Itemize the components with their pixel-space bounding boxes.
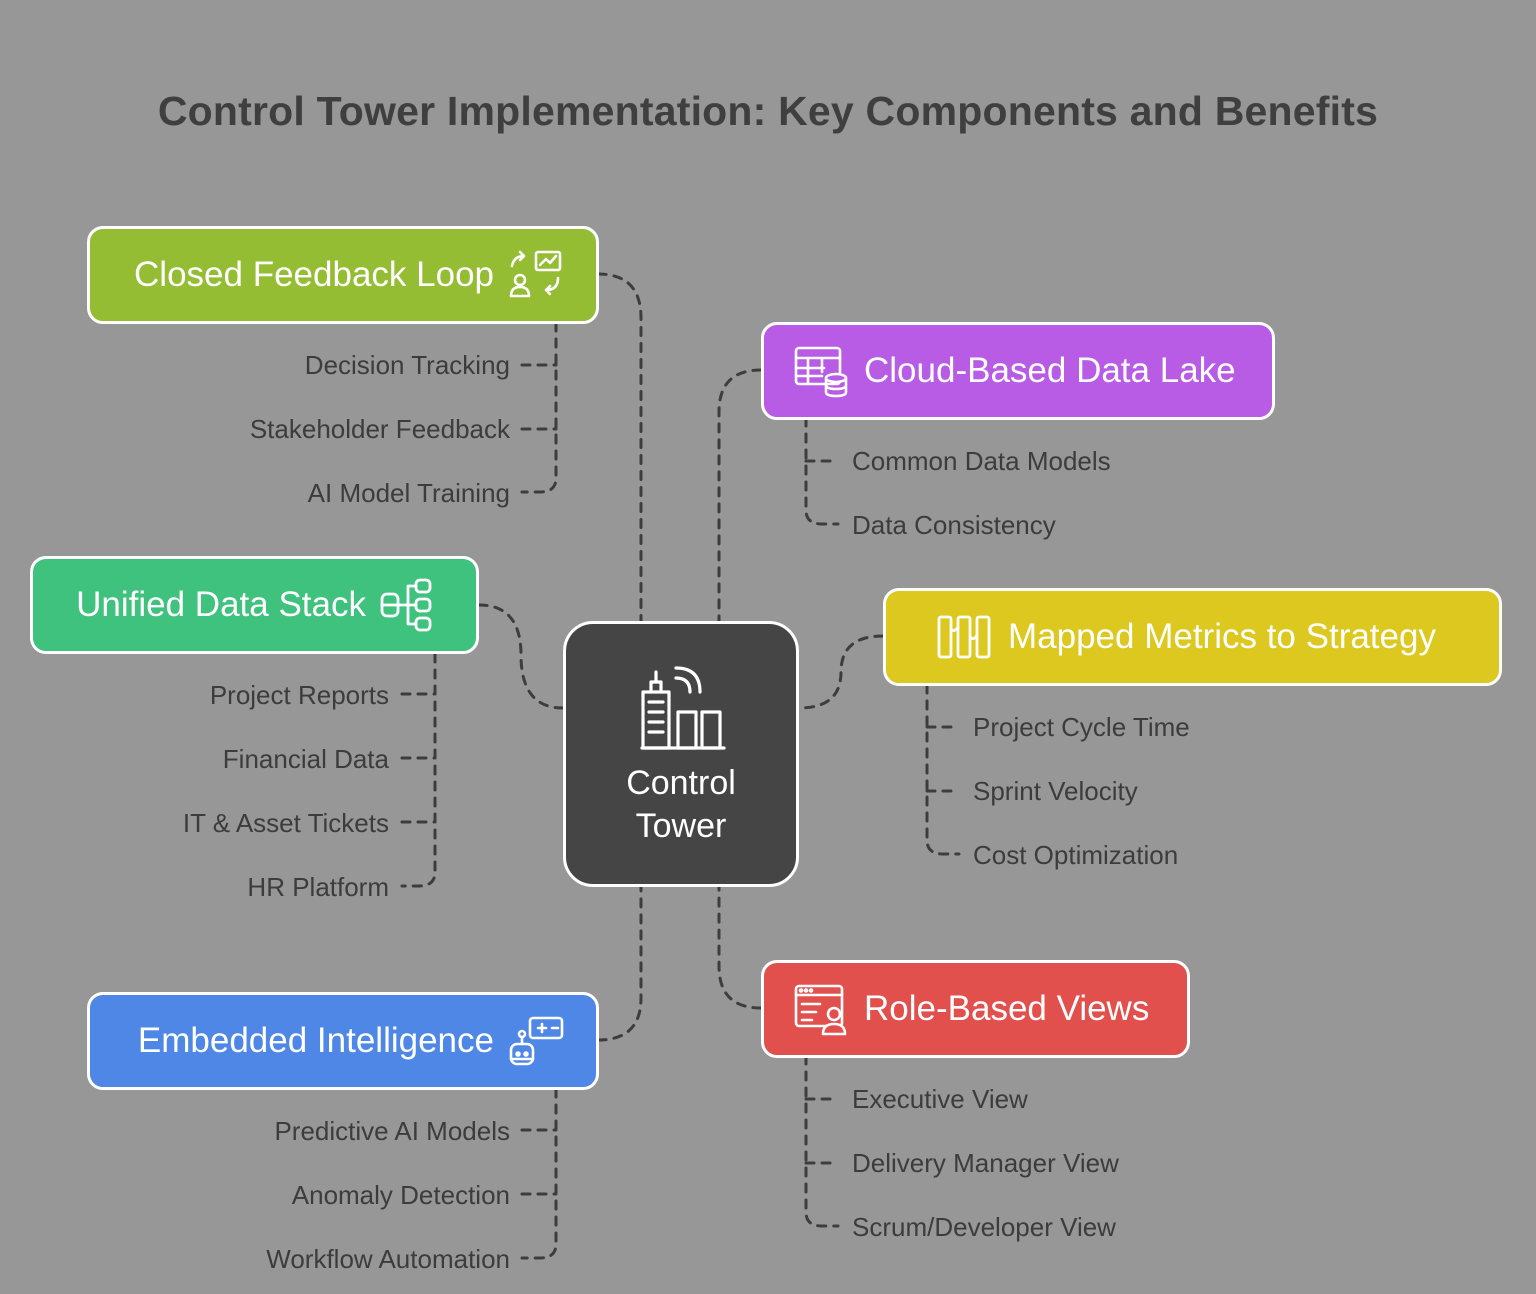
branch-role-based-views xyxy=(804,1054,840,1228)
ai-robot-icon xyxy=(508,1014,566,1068)
leaf-it-asset-tickets: IT & Asset Tickets xyxy=(182,808,389,838)
branch-cloud-data-lake xyxy=(804,416,840,526)
branch-closed-feedback-loop xyxy=(520,321,558,494)
node-unified-data-stack: Unified Data Stack xyxy=(30,556,479,654)
leaf-sprint-velocity: Sprint Velocity xyxy=(973,776,1138,806)
leaf-financial-data: Financial Data xyxy=(222,744,389,774)
user-dashboard-icon xyxy=(794,982,850,1036)
branch-embedded-intelligence xyxy=(520,1087,558,1260)
node-label: Mapped Metrics to Strategy xyxy=(1008,617,1436,656)
feedback-loop-icon xyxy=(508,248,566,302)
leaf-workflow-automation: Workflow Automation xyxy=(266,1244,510,1274)
node-label: Cloud-Based Data Lake xyxy=(864,351,1236,390)
leaf-delivery-manager-view: Delivery Manager View xyxy=(852,1148,1119,1178)
node-label: Embedded Intelligence xyxy=(137,1021,494,1060)
node-label: Closed Feedback Loop xyxy=(134,255,494,294)
leaf-data-consistency: Data Consistency xyxy=(852,510,1056,540)
leaf-ai-model-training: AI Model Training xyxy=(307,478,510,508)
leaf-project-cycle-time: Project Cycle Time xyxy=(973,712,1190,742)
leaf-cost-optimization: Cost Optimization xyxy=(973,840,1179,870)
node-mapped-metrics-to-strategy: Mapped Metrics to Strategy xyxy=(883,588,1502,686)
leaf-executive-view: Executive View xyxy=(852,1084,1028,1114)
node-role-based-views: Role-Based Views xyxy=(761,960,1190,1058)
leaf-anomaly-detection: Anomaly Detection xyxy=(291,1180,510,1210)
leaf-predictive-ai-models: Predictive AI Models xyxy=(274,1116,510,1146)
leaf-stakeholder-feedback: Stakeholder Feedback xyxy=(249,414,510,444)
connector-closed-feedback-loop xyxy=(596,272,643,623)
building-signal-icon xyxy=(638,666,728,757)
connector-embedded-intelligence xyxy=(596,885,643,1042)
metrics-columns-icon xyxy=(936,613,994,661)
node-cloud-based-data-lake: Cloud-Based Data Lake xyxy=(761,322,1275,420)
leaf-decision-tracking: Decision Tracking xyxy=(304,350,510,380)
diagram-title: Control Tower Implementation: Key Compon… xyxy=(157,88,1379,134)
leaf-common-data-models: Common Data Models xyxy=(852,446,1111,476)
node-label: Role-Based Views xyxy=(864,989,1150,1028)
branch-unified-data-stack xyxy=(400,652,437,888)
connector-cloud-data-lake xyxy=(717,368,763,623)
leaf-hr-platform: HR Platform xyxy=(247,872,389,902)
connector-role-based-views xyxy=(717,885,763,1010)
connector-mapped-metrics xyxy=(797,634,885,710)
database-table-icon xyxy=(794,344,850,398)
data-stack-icon xyxy=(380,578,436,632)
node-embedded-intelligence: Embedded Intelligence xyxy=(87,992,599,1090)
connector-unified-data-stack xyxy=(477,603,565,710)
branch-mapped-metrics xyxy=(925,683,961,856)
leaf-scrum-developer-view: Scrum/Developer View xyxy=(852,1212,1116,1242)
leaf-project-reports: Project Reports xyxy=(209,680,389,710)
node-closed-feedback-loop: Closed Feedback Loop xyxy=(87,226,599,324)
node-label: Unified Data Stack xyxy=(76,585,366,624)
